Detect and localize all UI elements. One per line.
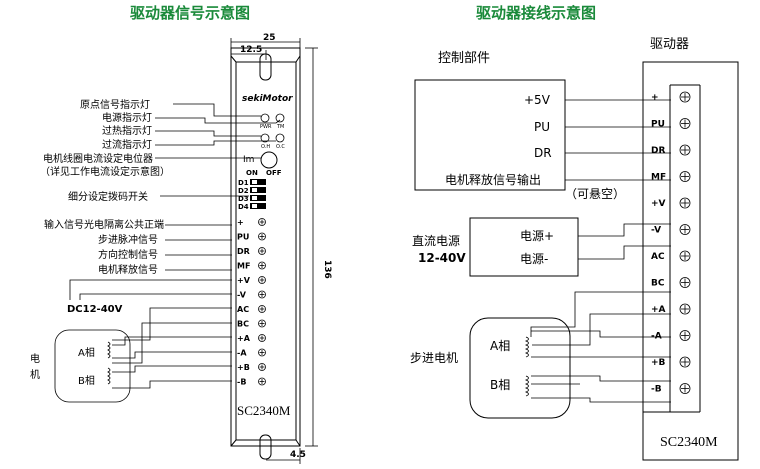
right-terminal-label-0: + [651, 93, 659, 103]
brand-logo: sekiMotor [242, 94, 293, 104]
motor-label-1: 电 [30, 352, 40, 365]
left-terminal-label-7: BC [237, 320, 249, 329]
power-neg-label: 电源- [520, 252, 548, 266]
left-terminal-label-2: DR [237, 247, 250, 256]
right-terminal-label-7: BC [651, 279, 665, 289]
dc-power-range: 12-40V [418, 251, 466, 265]
right-terminal-label-10: +B [651, 358, 666, 368]
right-terminal-label-11: -B [651, 385, 662, 395]
callout-direction: 方向控制信号 [98, 248, 158, 261]
stepper-motor-box [469, 317, 571, 419]
callout-overcurrent-led: 过流指示灯 [102, 138, 152, 151]
left-terminal-label-10: +B [237, 363, 250, 372]
right-terminal-label-1: PU [651, 120, 665, 130]
float-note: （可悬空） [565, 187, 625, 201]
dc-power-label: DC12-40V [67, 304, 123, 315]
right-terminal-label-4: +V [651, 199, 666, 209]
callout-current-pot-note: （详见工作电流设定示意图） [40, 165, 170, 178]
led-oc-label: O.C [276, 144, 285, 150]
motor-wires [524, 291, 671, 403]
led-oh-label: O.H [261, 144, 270, 150]
left-terminal-label-4: +V [237, 276, 251, 285]
dim-half-width: 12.5 [240, 45, 262, 55]
right-terminal-label-8: +A [651, 305, 666, 315]
dip-d4-label: D4 [238, 203, 249, 211]
switch-on-label: ON [246, 169, 258, 177]
phase-a-label: A相 [78, 346, 95, 359]
left-title: 驱动器信号示意图 [130, 4, 250, 22]
motor-label-2: 机 [30, 368, 40, 381]
led-pwr-label: PWR [260, 124, 272, 130]
driver-signal-diagram: 驱动器信号示意图 25 12.5 136 4.5 [30, 4, 332, 464]
dip-d2-label: D2 [238, 187, 249, 195]
power-pos-label: 电源+ [520, 229, 554, 243]
ctrl-5v: +5V [524, 93, 551, 107]
left-terminal-label-8: +A [237, 334, 251, 343]
dimension-lines [230, 38, 318, 464]
left-terminal-block: + PU DR MF +V -V AC BC +A -A +B -B [237, 218, 266, 387]
pot-label: Im [243, 155, 254, 165]
left-terminal-label-0: + [237, 218, 244, 227]
driver-wiring-diagram: 驱动器接线示意图 控制部件 驱动器 +5V PU DR 电机释放信号输出 （可悬… [410, 4, 739, 461]
callout-leaders [155, 103, 281, 197]
left-terminal-label-6: AC [237, 305, 249, 314]
right-phase-a: A相 [490, 339, 510, 353]
motor-title: 步进电机 [410, 351, 458, 365]
controller-box [414, 79, 566, 191]
callout-pulse: 步进脉冲信号 [98, 233, 158, 246]
right-model-label: SC2340M [660, 435, 718, 450]
right-terminal-block: + PU DR MF +V -V AC BC +A -A +B -B [651, 91, 691, 395]
callout-current-pot: 电机线圈电流设定电位器 [43, 152, 153, 165]
left-terminal-label-11: -B [237, 378, 246, 387]
left-terminal-label-3: MF [237, 262, 250, 271]
right-terminal-label-5: -V [651, 226, 661, 236]
controller-title: 控制部件 [438, 51, 490, 66]
ctrl-release-out: 电机释放信号输出 [445, 172, 541, 187]
dc-power-title: 直流电源 [412, 234, 460, 248]
left-signal-wires [54, 224, 232, 403]
switch-off-label: OFF [266, 169, 282, 177]
right-phase-b: B相 [490, 378, 510, 392]
dip-switch-block[interactable]: D1 D2 D3 D4 [238, 179, 266, 211]
controller-wires [565, 99, 671, 181]
dip-d1-label: D1 [238, 179, 249, 187]
dip-d3-label: D3 [238, 195, 249, 203]
indicator-leds [260, 113, 285, 143]
dc-power-box [469, 217, 579, 277]
driver-title: 驱动器 [650, 37, 689, 52]
right-terminal-label-6: AC [651, 252, 665, 262]
callout-power-led: 电源指示灯 [102, 111, 152, 124]
callout-dip-switch: 细分设定拨码开关 [68, 190, 148, 203]
left-model-label: SC2340M [237, 403, 291, 418]
driver-box [642, 61, 739, 461]
dim-width: 25 [263, 33, 276, 43]
phase-b-label: B相 [78, 374, 95, 387]
right-title: 驱动器接线示意图 [476, 4, 596, 22]
left-terminal-label-5: -V [237, 291, 247, 300]
right-terminal-label-2: DR [651, 146, 665, 156]
led-tm-label: TM [276, 124, 284, 130]
right-terminal-label-9: -A [651, 332, 662, 342]
driver-body [230, 47, 301, 460]
callout-origin-led: 原点信号指示灯 [80, 98, 150, 111]
callout-release: 电机释放信号 [98, 263, 158, 276]
right-terminal-label-3: MF [651, 173, 666, 183]
left-terminal-label-9: -A [237, 349, 247, 358]
ctrl-pu: PU [534, 120, 550, 134]
dim-bottom-offset: 4.5 [290, 450, 306, 460]
dim-height: 136 [322, 260, 332, 279]
callout-common-plus: 输入信号光电隔离公共正端 [44, 218, 164, 231]
current-pot-knob[interactable] [260, 151, 278, 169]
power-wires [578, 223, 671, 260]
left-terminal-label-1: PU [237, 233, 249, 242]
callout-overheat-led: 过热指示灯 [102, 124, 152, 137]
ctrl-dr: DR [534, 146, 552, 160]
